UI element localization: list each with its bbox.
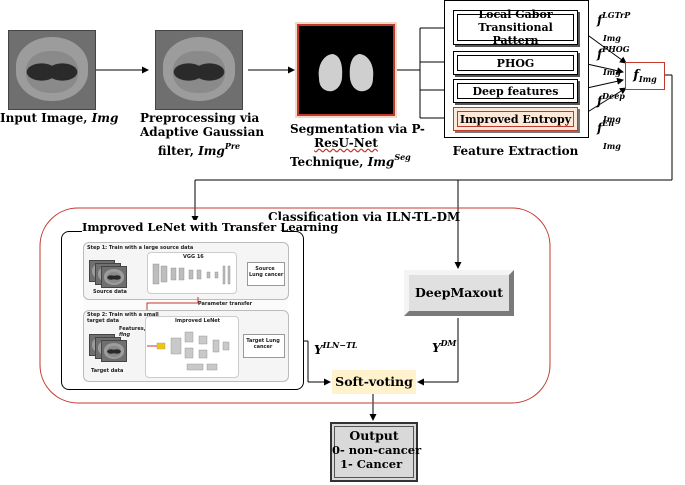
- target-data-stack: [89, 334, 127, 364]
- improved-lenet-layers-icon: [147, 331, 230, 371]
- transfer-learning-figure: Step 1: Train with a large source data S…: [83, 242, 289, 382]
- deep-feature-box: Deep features: [453, 79, 578, 103]
- segmented-lung-image: [297, 24, 395, 116]
- parameter-transfer-label: Parameter transfer: [198, 301, 253, 307]
- input-ct-image: [8, 30, 96, 110]
- target-task-box: [243, 334, 285, 358]
- deep-feature-symbol: fDeep Img: [597, 91, 625, 124]
- target-task-label: Target Lung cancer: [246, 338, 280, 350]
- source-data-label: Source data: [93, 289, 127, 295]
- combined-feature-box: fImg: [625, 62, 665, 90]
- output-box: Output 0- non-cancer 1- Cancer: [330, 422, 422, 482]
- phog-feature-symbol: fPHOG Img: [597, 44, 630, 77]
- step1-label: Step 1: Train with a large source data: [87, 245, 194, 251]
- source-task-label: Source Lung cancer: [249, 266, 284, 278]
- vgg16-block: [147, 252, 237, 294]
- entropy-feature-box: Improved Entropy: [453, 107, 578, 131]
- lenet-output-symbol: YILN−TL: [314, 340, 358, 357]
- segmented-lungs-icon: [318, 54, 374, 92]
- source-task-box: [247, 262, 285, 286]
- phog-feature-box: PHOG: [453, 51, 578, 75]
- classification-title: Classification via ILN-TL-DM: [268, 210, 461, 224]
- output-title: Output: [349, 428, 399, 443]
- parameter-transfer-arrow: [146, 297, 199, 315]
- vgg16-label: VGG 16: [183, 254, 204, 260]
- classification-frame: [39, 207, 551, 404]
- improved-lenet-label: Improved LeNet: [175, 318, 221, 324]
- deepmaxout-box: DeepMaxout: [404, 270, 514, 316]
- soft-voting-box: Soft-voting: [332, 370, 416, 394]
- lenet-title: Improved LeNet with Transfer Learning: [82, 220, 339, 234]
- output-class-1: 1- Cancer: [340, 457, 403, 471]
- step2-label: Step 2: Train with a small target data: [87, 312, 159, 324]
- source-data-stack: [89, 260, 127, 288]
- preprocessed-ct-image: [155, 30, 243, 110]
- deepmaxout-label: DeepMaxout: [414, 285, 504, 300]
- features-label: Features, fing: [119, 326, 146, 338]
- lgtrp-feature-symbol: fLGTrP Img: [597, 10, 631, 43]
- vgg16-layers-icon: [152, 263, 231, 285]
- input-image-label: Input Image, Img: [0, 111, 119, 125]
- preprocessing-label: Preprocessing via Adaptive Gaussian filt…: [140, 111, 265, 158]
- entropy-feature-symbol: fEn Img: [597, 118, 621, 151]
- output-class-0: 0- non-cancer: [332, 443, 422, 457]
- feature-extraction-title: Feature Extraction: [452, 144, 579, 158]
- target-data-label: Target data: [91, 368, 124, 374]
- dm-output-symbol: YDM: [432, 338, 457, 355]
- segmentation-label: Segmentation via P- ResU-Net Technique, …: [290, 122, 425, 169]
